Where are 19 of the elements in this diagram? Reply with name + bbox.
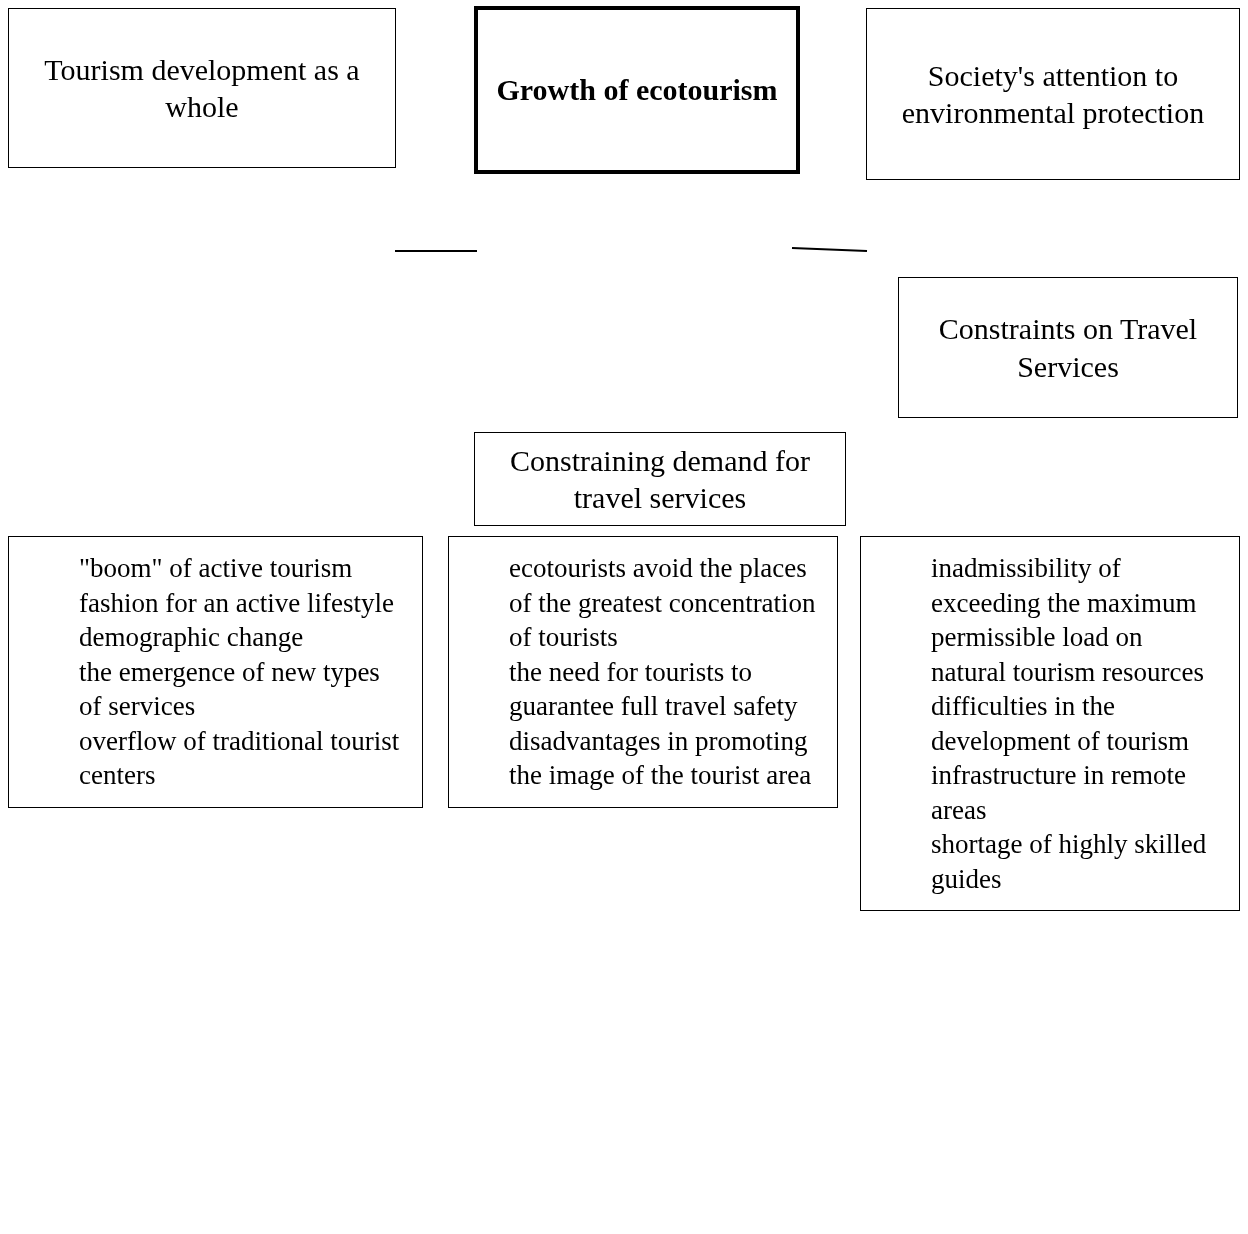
box-text: Constraints on Travel Services [937, 311, 1199, 385]
text-box [898, 277, 1238, 418]
box-text: Constraining demand for travel services [509, 442, 811, 516]
box-text: Society's attention to environmental protection [900, 57, 1206, 131]
text-box [860, 536, 1240, 912]
list-item: disadvantages in promoting the image of the tourist area [509, 724, 813, 793]
text-box [448, 536, 838, 808]
box-text: Growth of ecotourism [496, 72, 778, 109]
box-text: Tourism development as a whole [43, 51, 361, 125]
text-box [866, 8, 1240, 180]
text-box [474, 432, 846, 526]
list-item: demographic change [79, 621, 304, 655]
text-box [8, 8, 396, 168]
list-item: fashion for an active lifestyle [79, 586, 394, 620]
list-item: overflow of traditional tourist centers [79, 724, 401, 793]
list-item: "boom" of active tourism [79, 552, 353, 585]
list-item: shortage of highly skilled guides [931, 828, 1208, 896]
text-box [8, 536, 423, 808]
text-box [474, 6, 800, 174]
